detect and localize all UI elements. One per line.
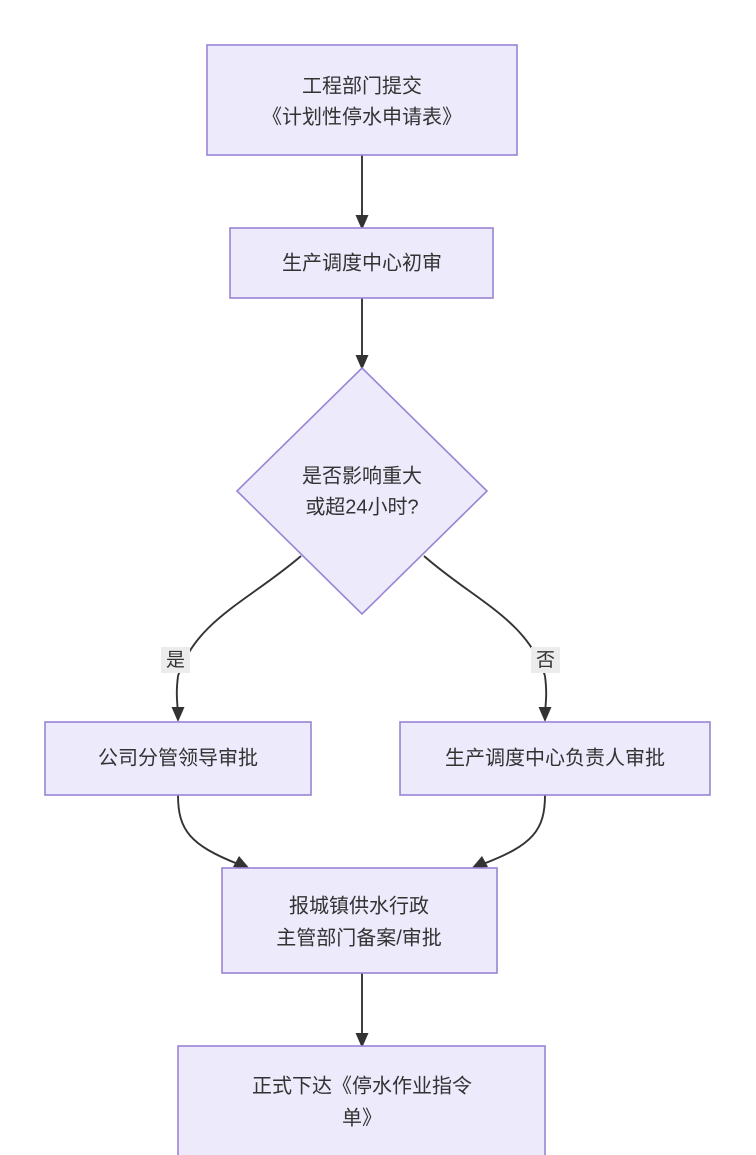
arrowhead-icon bbox=[471, 856, 488, 869]
edge-n3-n4: 是 bbox=[161, 555, 302, 722]
node-shape-rectangle[interactable] bbox=[44, 721, 312, 796]
node-dispatch-head-approval[interactable]: 生产调度中心负责人审批 bbox=[399, 721, 711, 796]
edge-n3-n5: 否 bbox=[423, 555, 560, 722]
node-report-to-authority[interactable]: 报城镇供水行政 主管部门备案/审批 bbox=[221, 867, 498, 974]
edge-line bbox=[423, 555, 546, 677]
node-label-line1: 生产调度中心初审 bbox=[282, 251, 442, 274]
edge-label-no: 否 bbox=[536, 650, 555, 671]
edge-layer: 是 否 bbox=[161, 155, 560, 1048]
node-label-line1: 报城镇供水行政 bbox=[289, 894, 429, 917]
node-label-line1: 公司分管领导审批 bbox=[98, 746, 258, 769]
node-label-line1: 是否影响重大 bbox=[302, 464, 422, 487]
arrowhead-icon bbox=[538, 707, 552, 722]
node-dispatch-center-review[interactable]: 生产调度中心初审 bbox=[229, 227, 494, 299]
edge-n2-n3 bbox=[355, 298, 369, 370]
edge-n4-n6 bbox=[177, 794, 250, 869]
node-label-line1: 工程部门提交 bbox=[302, 74, 422, 97]
node-shape-rectangle[interactable] bbox=[399, 721, 711, 796]
node-label-line1: 正式下达《停水作业指令 bbox=[252, 1074, 472, 1097]
node-label-line2: 或超24小时? bbox=[305, 495, 418, 518]
node-shape-rectangle[interactable] bbox=[221, 867, 498, 974]
node-shape-rectangle[interactable] bbox=[229, 227, 494, 299]
node-label-line1: 生产调度中心负责人审批 bbox=[445, 746, 665, 769]
edge-label-background bbox=[531, 647, 560, 673]
edge-line bbox=[177, 794, 239, 865]
edge-label-background bbox=[161, 647, 190, 673]
edge-line-tail bbox=[175, 675, 179, 709]
edge-n6-n7 bbox=[355, 973, 369, 1048]
edge-line bbox=[482, 794, 546, 865]
arrowhead-icon bbox=[171, 707, 185, 722]
node-company-leader-approval[interactable]: 公司分管领导审批 bbox=[44, 721, 312, 796]
edge-line-tail bbox=[544, 675, 548, 709]
edge-n1-n2 bbox=[355, 155, 369, 230]
node-label-line2: 主管部门备案/审批 bbox=[276, 926, 442, 949]
edge-n5-n6 bbox=[471, 794, 546, 869]
arrowhead-icon bbox=[355, 355, 369, 370]
node-submit-application[interactable]: 工程部门提交 《计划性停水申请表》 bbox=[206, 44, 518, 156]
node-layer: 工程部门提交 《计划性停水申请表》 生产调度中心初审 是否影响重大 或超24小时… bbox=[44, 44, 711, 1155]
node-label-line2: 单》 bbox=[342, 1106, 382, 1129]
node-shape-rectangle[interactable] bbox=[177, 1045, 546, 1155]
node-label-line2: 《计划性停水申请表》 bbox=[262, 105, 462, 128]
edge-line bbox=[177, 555, 302, 677]
node-decision-major-impact[interactable]: 是否影响重大 或超24小时? bbox=[235, 366, 489, 616]
arrowhead-icon bbox=[233, 856, 250, 869]
node-shape-rectangle[interactable] bbox=[206, 44, 518, 156]
arrowhead-icon bbox=[355, 1033, 369, 1048]
edge-label-yes: 是 bbox=[166, 650, 185, 671]
arrowhead-icon bbox=[355, 215, 369, 230]
node-shape-diamond[interactable] bbox=[235, 366, 489, 616]
node-issue-work-order[interactable]: 正式下达《停水作业指令 单》 bbox=[177, 1045, 546, 1155]
